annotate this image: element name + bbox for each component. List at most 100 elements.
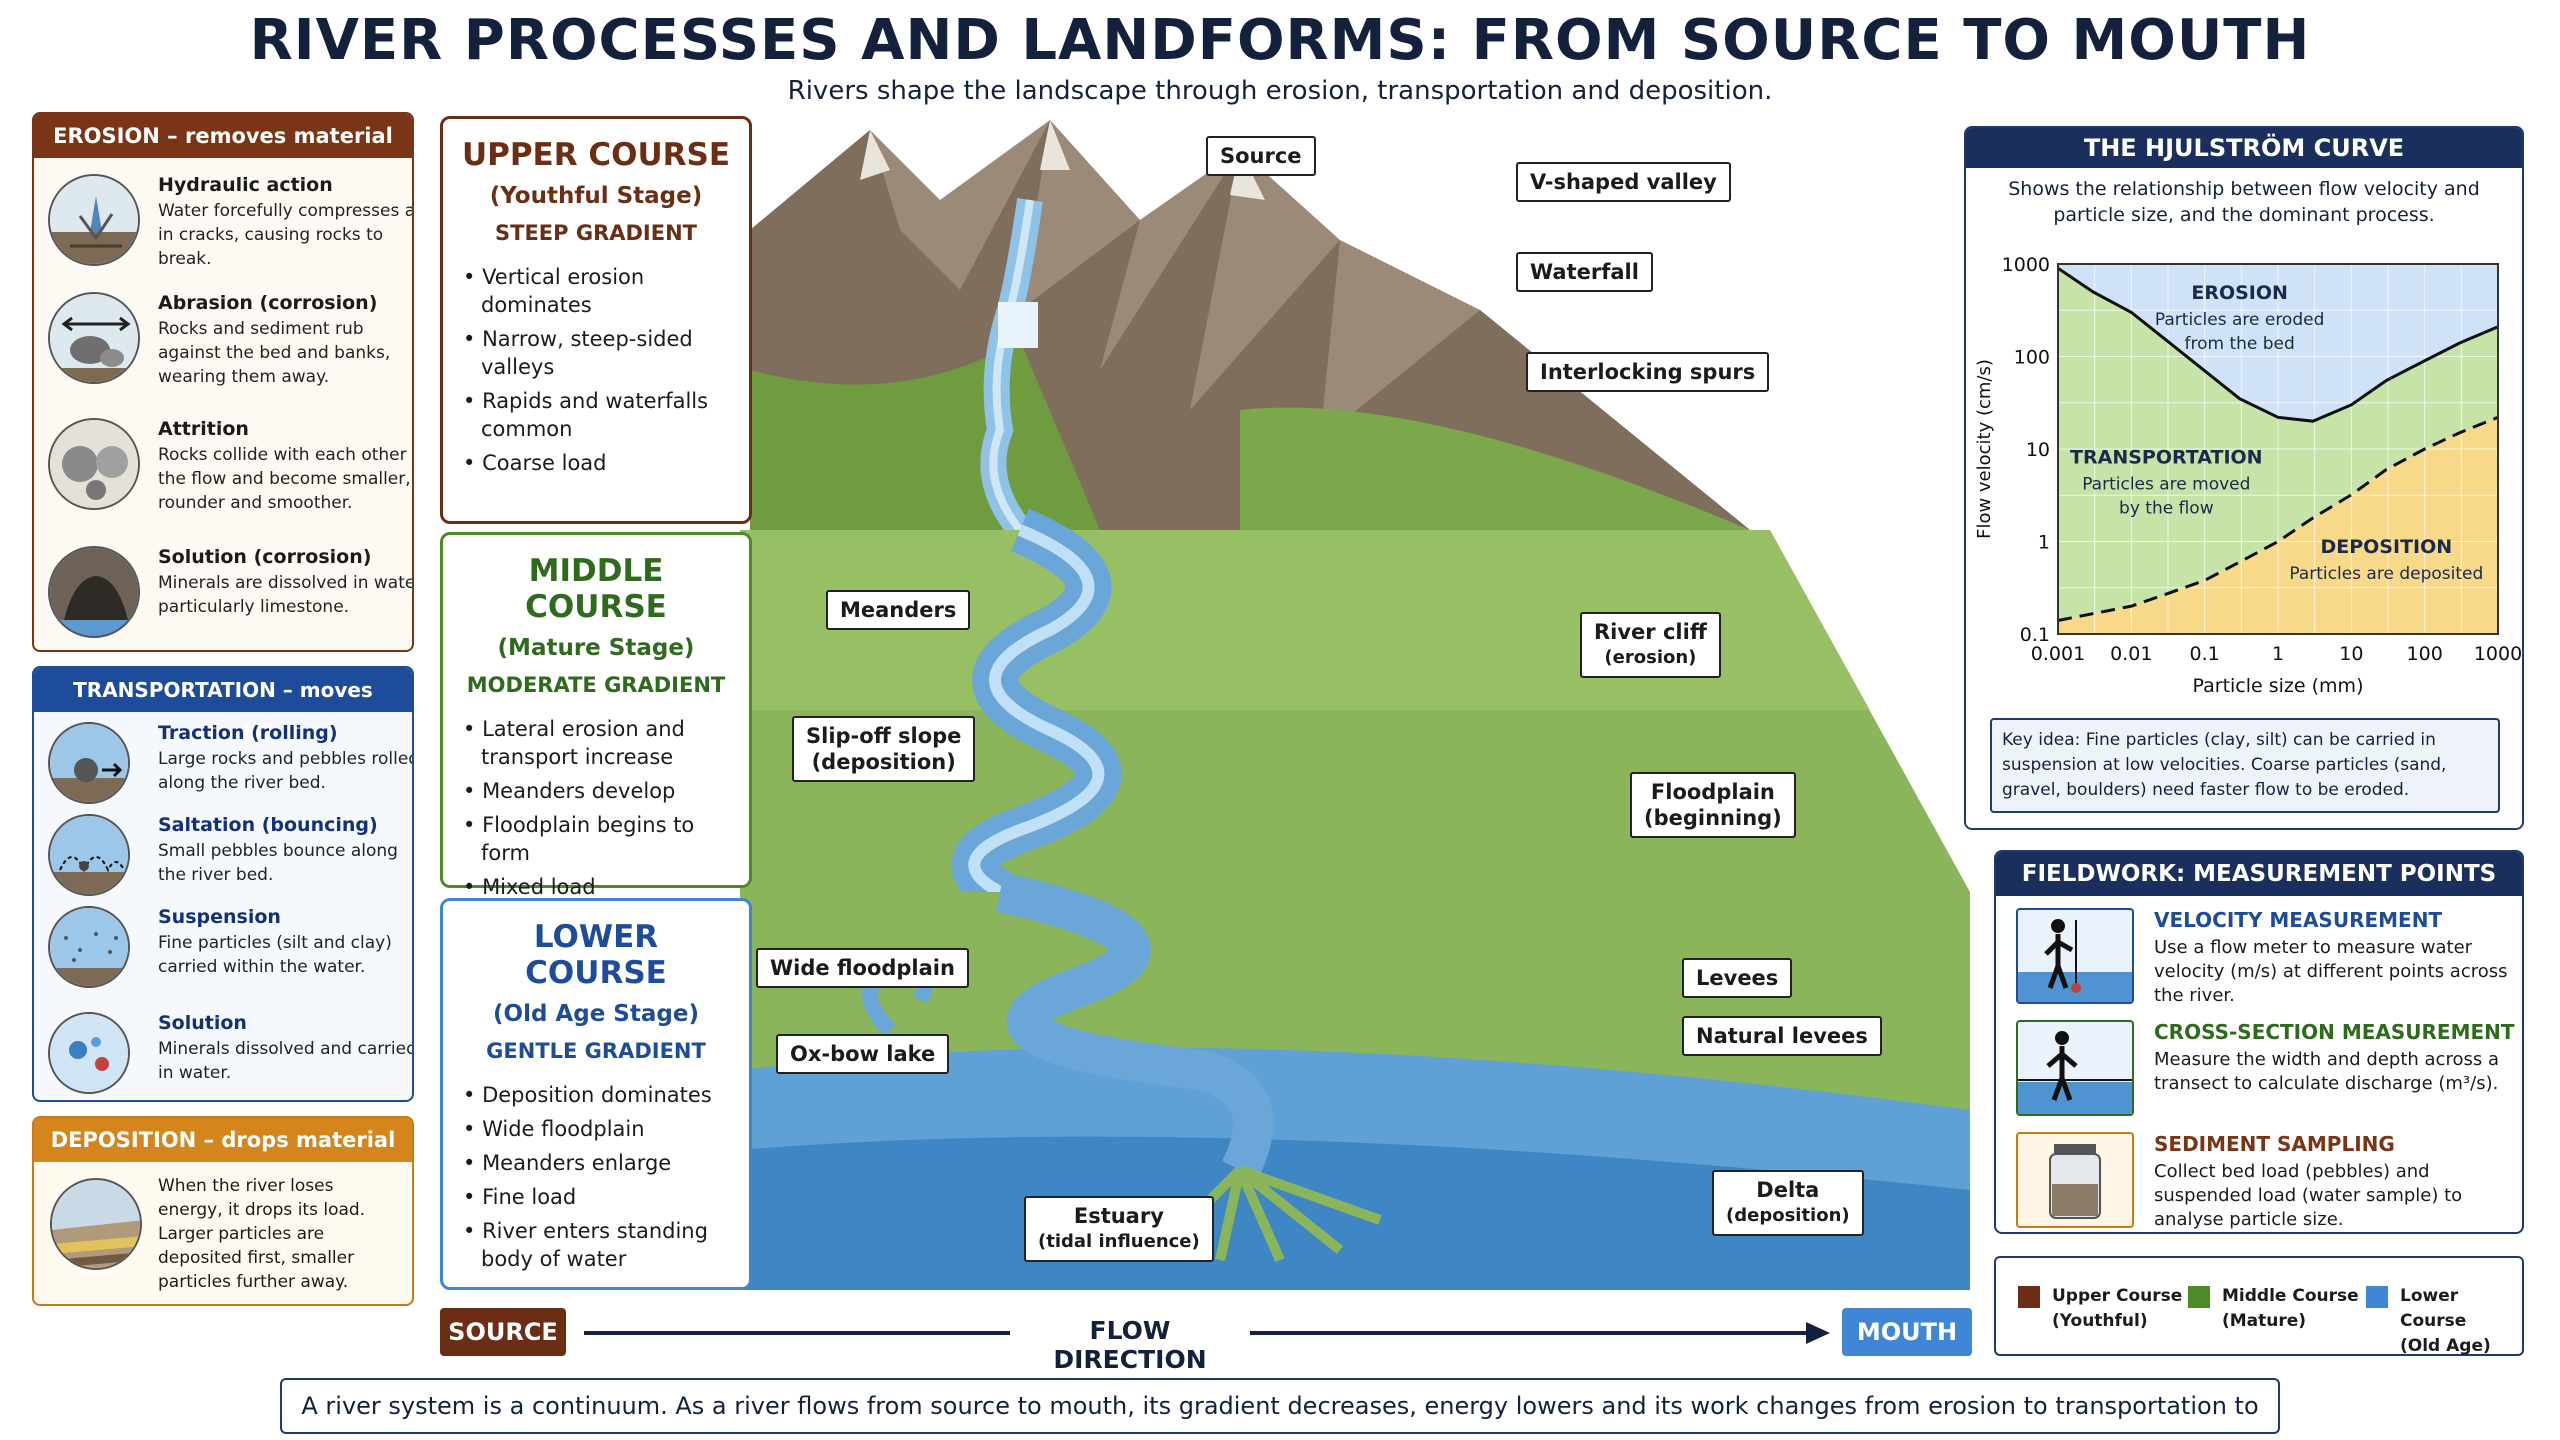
source-badge: SOURCE <box>440 1308 566 1356</box>
label-floodplain-beginning: Floodplain (beginning) <box>1630 772 1796 838</box>
course-point: Deposition dominates <box>461 1081 731 1109</box>
y-tick-label: 10 <box>2026 439 2050 461</box>
y-tick-label: 0.1 <box>2020 624 2050 646</box>
page-subtitle: Rivers shape the landscape through erosi… <box>787 76 1773 106</box>
label-v-shaped-valley: V-shaped valley <box>1516 162 1731 202</box>
limestone-cave-icon <box>48 546 140 638</box>
course-gradient: MODERATE GRADIENT <box>466 673 726 697</box>
course-point: Fine load <box>461 1183 731 1211</box>
erosion-region-label: EROSION <box>2191 282 2288 304</box>
legend-swatch <box>2018 1286 2040 1308</box>
legend-label: Lower Course <box>2400 1286 2467 1331</box>
course-point: Mixed load <box>461 873 731 901</box>
course-point: Coarse load <box>461 449 731 477</box>
fieldwork-title: VELOCITY MEASUREMENT <box>2154 908 2443 932</box>
attrition-icon <box>48 418 140 510</box>
legend-swatch <box>2188 1286 2210 1308</box>
x-tick-label: 0.01 <box>2110 643 2152 665</box>
transportation-header: TRANSPORTATION – moves material <box>34 668 412 746</box>
course-point: Rapids and waterfalls common <box>461 387 731 443</box>
traction-icon <box>48 722 130 804</box>
abrasion-icon <box>48 292 140 384</box>
fieldwork-title: CROSS-SECTION MEASUREMENT <box>2154 1020 2515 1044</box>
course-name: MIDDLE COURSE <box>525 553 667 625</box>
label-title: Slip-off slope <box>806 724 962 748</box>
course-point: Wide floodplain <box>461 1115 731 1143</box>
erosion-panel: EROSION – removes material Hydraulic act… <box>32 112 414 652</box>
erosion-region-note: from the bed <box>2184 334 2294 354</box>
process-desc: Fine particles (silt and clay) carried w… <box>158 933 392 977</box>
fieldwork-desc: Measure the width and depth across a tra… <box>2154 1049 2499 1094</box>
page-title: RIVER PROCESSES AND LANDFORMS: FROM SOUR… <box>249 8 2311 73</box>
legend-upper: Upper Course (Youthful) <box>2018 1284 2183 1334</box>
y-tick-label: 100 <box>2014 347 2050 369</box>
course-name: UPPER COURSE <box>461 137 731 173</box>
course-point: Vertical erosion dominates <box>461 263 731 319</box>
process-name: Suspension <box>158 906 281 928</box>
label-interlocking-spurs: Interlocking spurs <box>1526 352 1770 392</box>
legend-label: Upper Course <box>2052 1286 2183 1306</box>
label-note: (beginning) <box>1644 806 1782 830</box>
process-desc: Minerals are dissolved in water, particu… <box>158 573 414 617</box>
dissolved-minerals-icon <box>48 1012 130 1094</box>
y-axis-label: Flow velocity (cm/s) <box>1974 359 1995 539</box>
x-tick-label: 1000 <box>2474 643 2522 665</box>
mouth-badge: MOUTH <box>1842 1308 1972 1356</box>
course-name: LOWER COURSE <box>525 919 667 991</box>
summary-footer: A river system is a continuum. As a rive… <box>280 1378 2280 1434</box>
fieldwork-title: SEDIMENT SAMPLING <box>2154 1132 2395 1156</box>
process-name: Attrition <box>158 418 249 440</box>
label-title: River cliff <box>1594 620 1707 644</box>
course-point: Lateral erosion and transport increase <box>461 715 731 771</box>
label-river-cliff: River cliff (erosion) <box>1580 612 1721 678</box>
label-source: Source <box>1206 136 1316 176</box>
label-note: (tidal influence) <box>1038 1231 1200 1252</box>
y-tick-label: 1 <box>2038 532 2050 554</box>
label-title: Floodplain <box>1650 780 1775 804</box>
process-name: Traction (rolling) <box>158 722 338 744</box>
deposition-panel: DEPOSITION – drops material When the riv… <box>32 1116 414 1306</box>
suspension-icon <box>48 906 130 988</box>
course-gradient: STEEP GRADIENT <box>495 221 697 245</box>
legend-sub: (Mature) <box>2222 1311 2307 1331</box>
erosion-region-note: Particles are eroded <box>2155 310 2325 330</box>
lower-course-box: LOWER COURSE (Old Age Stage) GENTLE GRAD… <box>440 898 752 1290</box>
label-title: Estuary <box>1073 1204 1164 1228</box>
legend-middle: Middle Course (Mature) <box>2188 1284 2359 1334</box>
course-legend: Upper Course (Youthful) Middle Course (M… <box>1994 1256 2524 1356</box>
fieldwork-desc: Use a flow meter to measure water veloci… <box>2154 937 2508 1006</box>
saltation-icon <box>48 814 130 896</box>
label-ox-bow-lake: Ox-bow lake <box>776 1034 950 1074</box>
course-point: Floodplain begins to form <box>461 811 731 867</box>
erosion-velocity-curve <box>2057 266 2499 423</box>
label-delta: Delta (deposition) <box>1712 1170 1864 1236</box>
process-desc: Minerals dissolved and carried in water. <box>158 1039 414 1083</box>
legend-swatch <box>2366 1286 2388 1308</box>
course-stage: (Mature Stage) <box>497 635 695 661</box>
process-desc: Small pebbles bounce along the river bed… <box>158 841 398 885</box>
middle-course-box: MIDDLE COURSE (Mature Stage) MODERATE GR… <box>440 532 752 899</box>
process-desc: Large rocks and pebbles rolled along the… <box>158 749 414 793</box>
course-point: Meanders develop <box>461 777 731 805</box>
deposition-region-note: Particles are deposited <box>2289 564 2483 584</box>
label-wide-floodplain: Wide floodplain <box>756 948 969 988</box>
course-stage: (Old Age Stage) <box>493 1001 699 1027</box>
hjulstrom-panel: THE HJULSTRÖM CURVE Shows the relationsh… <box>1964 126 2524 830</box>
label-waterfall: Waterfall <box>1516 252 1653 292</box>
label-natural-levees: Natural levees <box>1682 1016 1882 1056</box>
river-landscape <box>740 120 1970 1290</box>
legend-sub: (Youthful) <box>2052 1311 2148 1331</box>
transportation-region-note: Particles are moved <box>2082 474 2250 494</box>
process-desc: Water forcefully compresses air in crack… <box>158 201 414 269</box>
process-name: Saltation (bouncing) <box>158 814 378 836</box>
hjulstrom-header: THE HJULSTRÖM CURVE <box>1966 128 2522 168</box>
legend-sub: (Old Age) <box>2400 1336 2491 1356</box>
fieldwork-header: FIELDWORK: MEASUREMENT POINTS <box>1996 852 2522 896</box>
process-name: Abrasion (corrosion) <box>158 292 378 314</box>
process-name: Solution (corrosion) <box>158 546 372 568</box>
x-tick-label: 10 <box>2339 643 2363 665</box>
process-name: Solution <box>158 1012 247 1034</box>
cross-section-icon <box>2016 1020 2134 1116</box>
label-note: (deposition) <box>811 750 956 774</box>
flow-meter-icon <box>2016 908 2134 1004</box>
